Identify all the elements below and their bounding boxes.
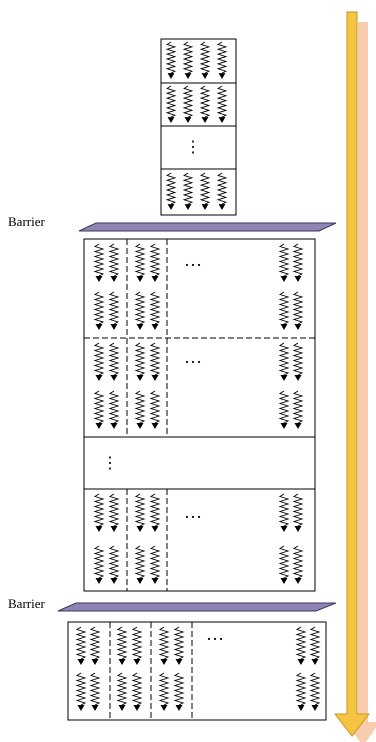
wavy-arrow-icon — [150, 545, 160, 585]
barrier-2: Barrier — [8, 596, 337, 612]
wavy-arrow-icon — [279, 493, 289, 533]
wavy-arrow-icon — [174, 672, 184, 712]
wavy-arrow-icon — [94, 291, 104, 331]
wavy-arrow-icon — [293, 243, 303, 283]
wavy-arrow-icon — [279, 545, 289, 585]
wavy-arrow-icon — [90, 626, 100, 666]
wavy-arrow-icon — [200, 85, 210, 124]
wavy-arrow-icon — [135, 342, 145, 382]
wavy-arrow-icon — [166, 85, 176, 124]
wavy-arrow-icon — [135, 493, 145, 533]
wavy-arrow-icon — [135, 291, 145, 331]
wavy-arrow-icon — [200, 41, 210, 80]
vertical-ellipsis: ⋮ — [185, 139, 201, 156]
wavy-arrow-icon — [279, 390, 289, 430]
wavy-arrow-icon — [94, 243, 104, 283]
wavy-arrow-icon — [109, 545, 119, 585]
wavy-arrow-icon — [217, 41, 227, 80]
wavy-arrow-icon — [217, 172, 227, 211]
barrier-label: Barrier — [8, 214, 45, 229]
wavy-arrow-icon — [174, 626, 184, 666]
wavy-arrow-icon — [293, 342, 303, 382]
wavy-arrow-icon — [135, 390, 145, 430]
vertical-ellipsis: ⋮ — [102, 455, 118, 472]
wavy-arrow-icon — [117, 626, 127, 666]
barrier-1: Barrier — [8, 214, 337, 232]
wavy-arrow-icon — [159, 626, 169, 666]
thread-block-group-2: … … … ⋮ — [83, 238, 316, 592]
wavy-arrow-icon — [293, 291, 303, 331]
wavy-arrow-icon — [159, 672, 169, 712]
wavy-arrow-icon — [150, 243, 160, 283]
wavy-arrow-icon — [135, 243, 145, 283]
wavy-arrow-icon — [135, 545, 145, 585]
wavy-arrow-icon — [293, 390, 303, 430]
wavy-arrow-icon — [183, 41, 193, 80]
wavy-arrow-icon — [150, 291, 160, 331]
thread-block-group-3: … — [67, 621, 327, 721]
wavy-arrow-icon — [109, 291, 119, 331]
wavy-arrow-icon — [94, 390, 104, 430]
wavy-arrow-icon — [293, 545, 303, 585]
barrier-label: Barrier — [8, 596, 45, 611]
wavy-arrow-icon — [310, 672, 320, 712]
wavy-arrow-icon — [296, 672, 306, 712]
wavy-arrow-icon — [310, 626, 320, 666]
wavy-arrow-icon — [132, 626, 142, 666]
wavy-arrow-icon — [183, 172, 193, 211]
horizontal-ellipsis: … — [206, 624, 224, 644]
horizontal-ellipsis: … — [184, 347, 202, 367]
wavy-arrow-icon — [109, 390, 119, 430]
wavy-arrow-icon — [166, 41, 176, 80]
wavy-arrow-icon — [217, 85, 227, 124]
wavy-arrow-icon — [109, 243, 119, 283]
wavy-arrow-icon — [279, 291, 289, 331]
wavy-arrow-icon — [166, 172, 176, 211]
wavy-arrow-icon — [94, 342, 104, 382]
horizontal-ellipsis: … — [184, 502, 202, 522]
thread-block-group-1: ⋮ — [160, 38, 237, 216]
wavy-arrow-icon — [94, 493, 104, 533]
horizontal-ellipsis: … — [184, 250, 202, 270]
wavy-arrow-icon — [183, 85, 193, 124]
wavy-arrow-icon — [279, 243, 289, 283]
wavy-arrow-icon — [94, 545, 104, 585]
wavy-arrow-icon — [132, 672, 142, 712]
wavy-arrow-icon — [76, 626, 86, 666]
wavy-arrow-icon — [200, 172, 210, 211]
wavy-arrow-icon — [296, 626, 306, 666]
wavy-arrow-icon — [150, 342, 160, 382]
wavy-arrow-icon — [117, 672, 127, 712]
wavy-arrow-icon — [150, 493, 160, 533]
time-arrow-icon — [333, 11, 376, 742]
wavy-arrow-icon — [76, 672, 86, 712]
wavy-arrow-icon — [293, 493, 303, 533]
wavy-arrow-icon — [109, 493, 119, 533]
wavy-arrow-icon — [279, 342, 289, 382]
wavy-arrow-icon — [150, 390, 160, 430]
wavy-arrow-icon — [109, 342, 119, 382]
wavy-arrow-icon — [90, 672, 100, 712]
